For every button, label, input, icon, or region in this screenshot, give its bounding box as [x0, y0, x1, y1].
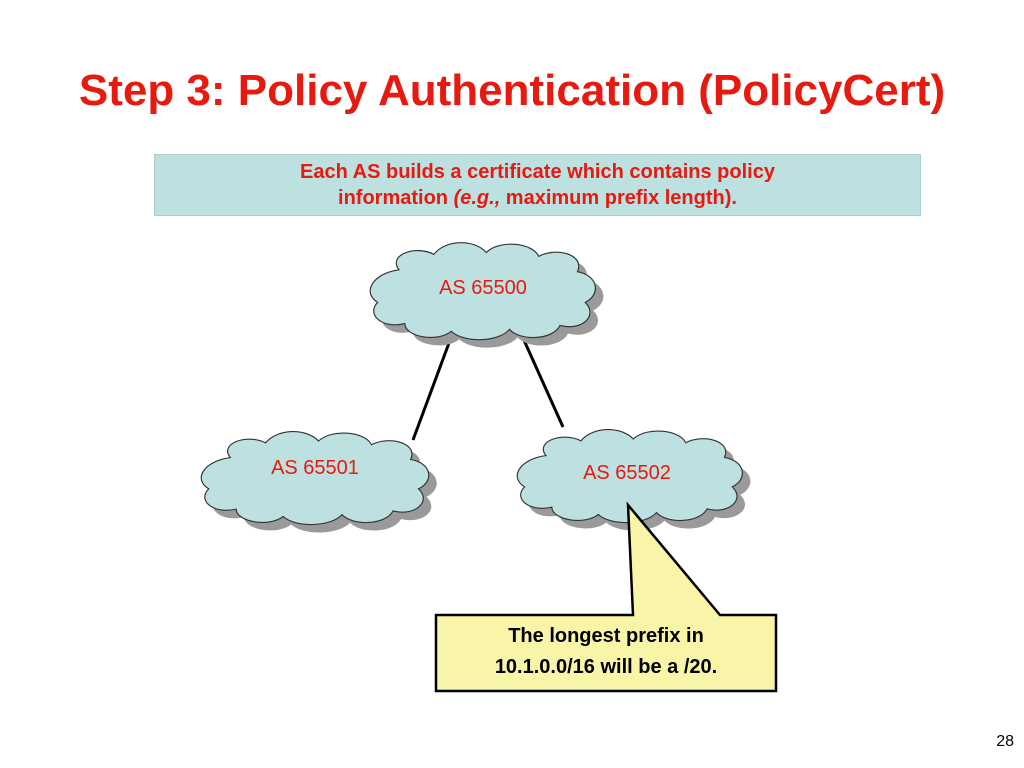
cloud-label-as65500: AS 65500: [439, 277, 527, 299]
callout-as65502: [434, 501, 778, 693]
cloud-as65500: AS 65500: [369, 242, 604, 348]
cloud-as65502: AS 65502: [516, 429, 751, 531]
info-line-1: Each AS builds a certificate which conta…: [300, 161, 775, 183]
link-as65500-as65502: [521, 337, 565, 428]
info-example-abbrev: (e.g.,: [453, 187, 501, 209]
info-line-2: information (e.g., maximum prefix length…: [338, 187, 737, 209]
callout-line-2: 10.1.0.0/16 will be a /20.: [494, 656, 718, 678]
cloud-label-as65502: AS 65502: [583, 462, 671, 484]
callout-line-1: The longest prefix in: [508, 625, 704, 647]
cloud-label-as65501: AS 65501: [271, 457, 359, 479]
callout-text: The longest prefix in 10.1.0.0/16 will b…: [436, 617, 776, 683]
link-as65500-as65501: [411, 342, 451, 441]
cloud-as65501: AS 65501: [200, 431, 437, 533]
slide-title: Step 3: Policy Authentication (PolicyCer…: [78, 66, 946, 115]
info-box: Each AS builds a certificate which conta…: [154, 154, 921, 216]
callout-shape: [434, 501, 778, 693]
page-number: 28: [996, 733, 1014, 750]
